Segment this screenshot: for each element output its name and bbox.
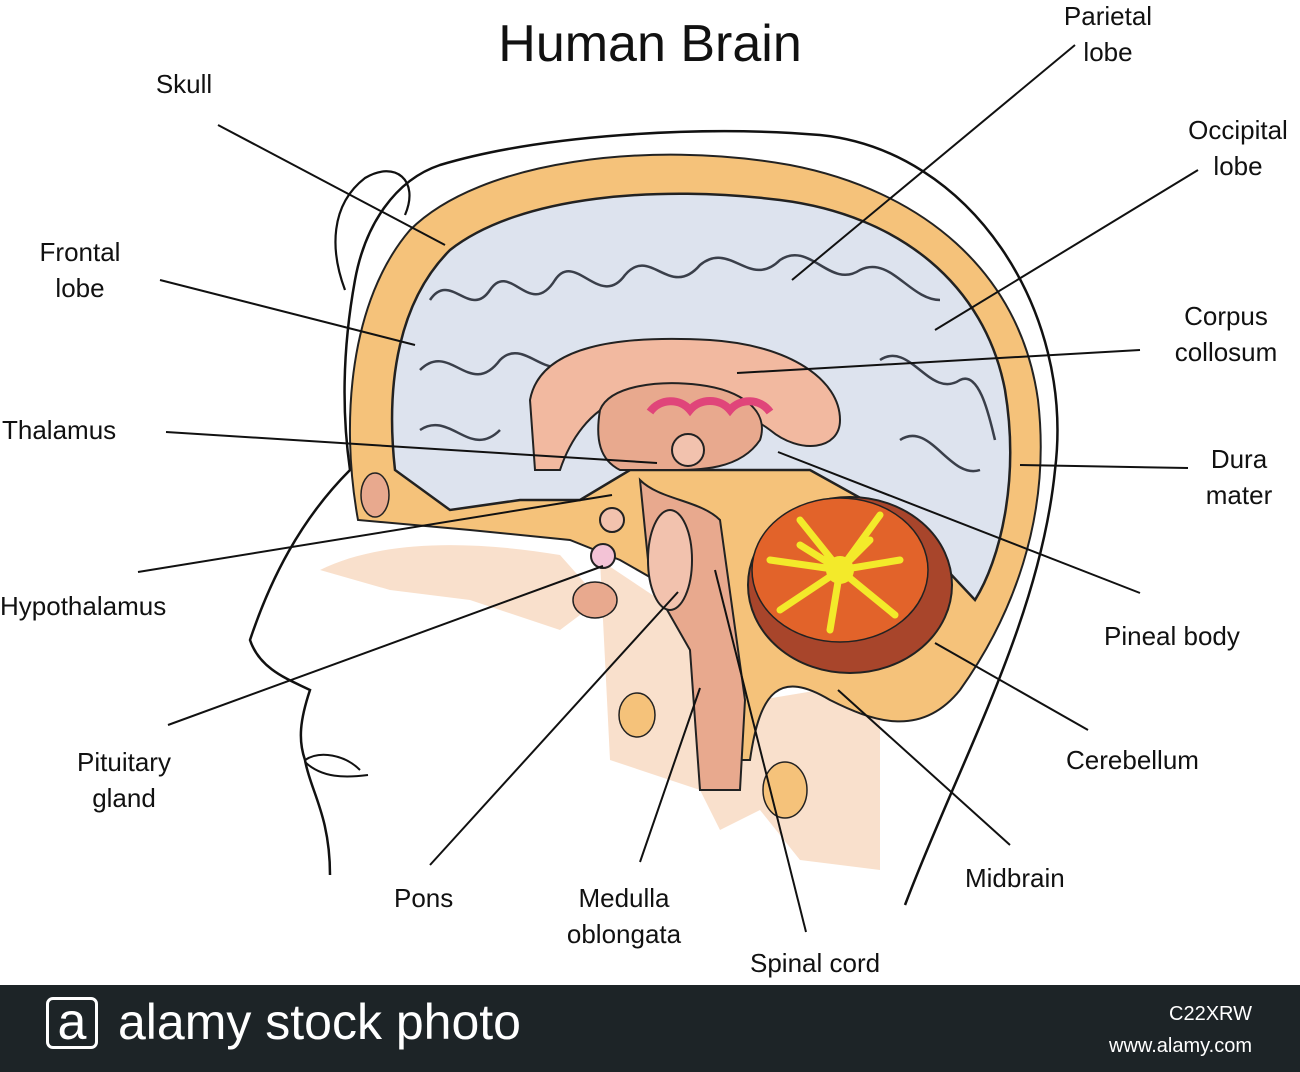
leader-medulla: [639, 687, 701, 863]
stock-footer: a alamy stock photo C22XRW www.alamy.com: [0, 985, 1300, 1072]
leader-occipital: [934, 169, 1199, 331]
thalamus-node: [671, 433, 705, 467]
pituitary-node: [590, 543, 616, 569]
label-pons: Pons: [394, 883, 454, 913]
label-medulla-oblongata: Medulla oblongata: [566, 883, 682, 949]
label-parietal-lobe: Parietal lobe: [1063, 1, 1153, 67]
leader-skull: [217, 124, 446, 246]
leader-pons: [429, 591, 679, 866]
brain-diagram: Human Brain Skull Frontal lobe Thalamus …: [0, 1, 1288, 978]
leader-pituitary: [167, 565, 604, 726]
brand-name: alamy stock photo: [118, 994, 521, 1050]
leader-spinal-cord: [714, 569, 807, 933]
label-spinal-cord: Spinal cord: [750, 948, 881, 978]
hypothalamus-node: [599, 507, 625, 533]
cerebellum-center: [826, 556, 854, 584]
label-thalamus: Thalamus: [2, 415, 117, 445]
label-hypothalamus: Hypothalamus: [0, 591, 167, 621]
leader-cerebellum: [934, 642, 1089, 731]
pons-shape: [647, 509, 693, 611]
bone-3: [360, 472, 390, 518]
face-tissue: [320, 545, 600, 630]
pineal-striations: [646, 397, 774, 417]
label-occipital-lobe: Occipital lobe: [1188, 115, 1288, 181]
alamy-logo-icon: a: [46, 996, 98, 1049]
bone-4: [572, 581, 618, 619]
label-frontal-lobe: Frontal lobe: [39, 237, 121, 303]
leader-frontal-lobe: [159, 279, 416, 346]
label-pituitary-gland: Pituitary gland: [77, 747, 171, 813]
leader-hypothalamus: [137, 494, 613, 573]
ear-outline: [334, 170, 411, 291]
leader-pineal: [777, 451, 1141, 594]
label-cerebellum: Cerebellum: [1066, 745, 1199, 775]
leader-lines: [137, 44, 1199, 933]
lips-outline: [304, 753, 369, 778]
diagram-title: Human Brain: [498, 15, 802, 73]
head-outline: [248, 130, 1059, 906]
leader-dura: [1019, 464, 1189, 469]
image-code: C22XRW: [1169, 1003, 1252, 1025]
site-url: www.alamy.com: [1109, 1035, 1252, 1057]
leader-parietal: [791, 44, 1076, 281]
label-midbrain: Midbrain: [965, 863, 1065, 893]
label-skull: Skull: [155, 69, 213, 99]
brain-illustration: [137, 44, 1199, 933]
label-pineal-body: Pineal body: [1104, 621, 1240, 651]
label-corpus-collosum: Corpus collosum: [1174, 301, 1278, 367]
leader-thalamus: [165, 431, 658, 464]
label-dura-mater: Dura mater: [1205, 444, 1273, 510]
leader-midbrain: [837, 689, 1011, 846]
bone-1: [618, 692, 656, 738]
leader-corpus: [736, 349, 1141, 374]
gyri-lines: [419, 253, 997, 473]
cerebellum-core: [766, 511, 904, 634]
